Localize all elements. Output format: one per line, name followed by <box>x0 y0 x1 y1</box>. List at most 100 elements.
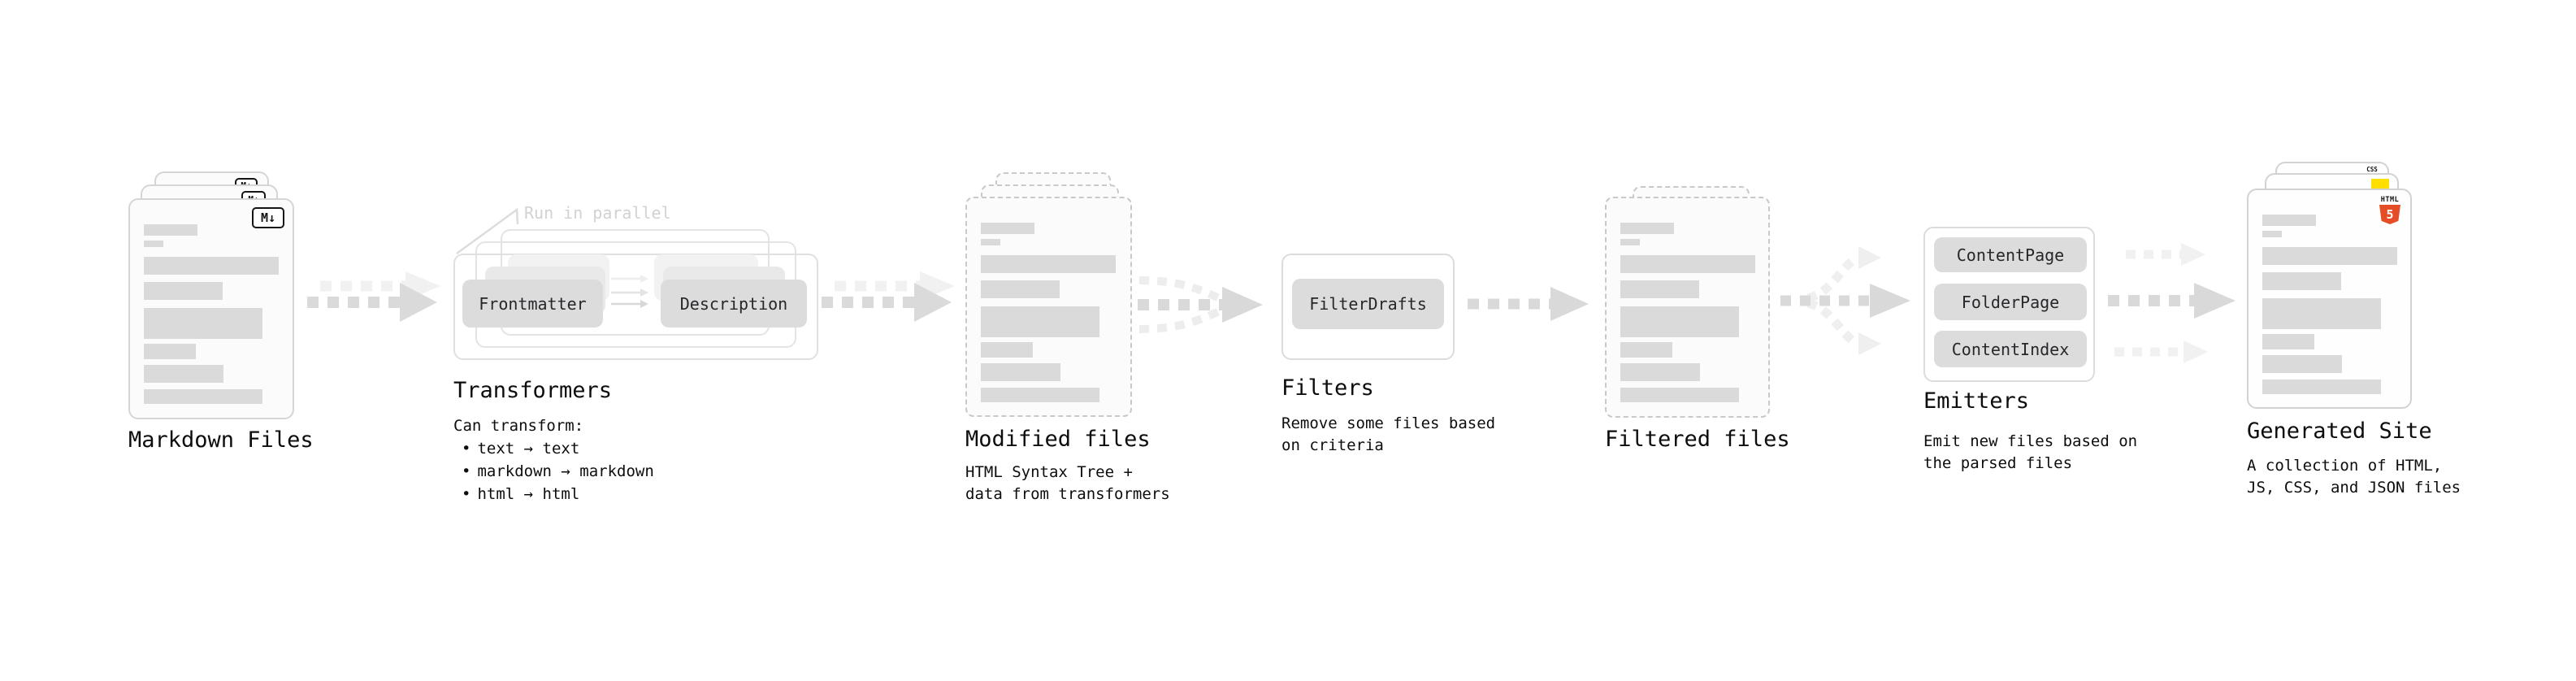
generated-site-description: A collection of HTML, JS, CSS, and JSON … <box>2247 455 2461 498</box>
text-line-bar <box>1620 342 1672 358</box>
text-line-bar <box>2262 334 2314 349</box>
description-line: the parsed files <box>1923 453 2073 472</box>
folderpage-pill: FolderPage <box>1934 284 2087 320</box>
html5-icon: HTML 5 <box>2378 196 2402 224</box>
transformer-run-box-front <box>453 254 818 360</box>
transform-bullet: •markdown → markdown <box>453 460 654 483</box>
arrow-top-head <box>2181 243 2205 266</box>
text-line-bar <box>1620 306 1739 337</box>
description-line: JS, CSS, and JSON files <box>2247 478 2461 497</box>
transformers-label: Transformers <box>453 378 613 403</box>
run-in-parallel-leader-line <box>456 207 519 255</box>
flow-arrow-emitters-to-site <box>2108 243 2236 363</box>
text-line-bar <box>1620 280 1699 298</box>
modified-files-description: HTML Syntax Tree + data from transformer… <box>965 462 1170 505</box>
css-icon-label: CSS <box>2366 166 2378 173</box>
arrow-head <box>914 283 952 322</box>
arrow-branch-lower <box>1806 298 1860 348</box>
document-text-bars <box>2262 215 2397 394</box>
document-text-bars <box>1620 223 1755 402</box>
arrow-branch-upper <box>1806 254 1860 303</box>
text-line-bar <box>981 342 1033 358</box>
filterdrafts-pill: FilterDrafts <box>1292 279 1444 329</box>
arrow-branch-upper <box>1138 276 1230 306</box>
bullet-text: text → text <box>477 440 580 458</box>
description-line: Emit new files based on <box>1923 432 2138 450</box>
arrow-branch-upper-head <box>1858 246 1881 269</box>
modified-file-card-front <box>965 197 1132 417</box>
frontmatter-pill: Frontmatter <box>462 280 603 327</box>
contentindex-pill: ContentIndex <box>1934 331 2087 367</box>
arrow-head <box>1222 287 1263 323</box>
arrow-branch-lower-head <box>1858 332 1881 355</box>
bullet-glyph: • <box>462 440 471 458</box>
arrow-branch-lower <box>1138 303 1230 333</box>
text-line-bar <box>2262 380 2381 394</box>
html5-icon-shield: 5 <box>2379 205 2400 224</box>
text-line-bar <box>144 344 196 359</box>
text-line-bar <box>1620 255 1755 273</box>
description-line: on criteria <box>1281 436 1384 454</box>
description-pill: Description <box>661 280 807 327</box>
transform-bullet: • text → text <box>453 437 654 460</box>
text-line-bar <box>981 239 1000 245</box>
document-text-bars <box>144 224 279 404</box>
run-in-parallel-annotation: Run in parallel <box>524 203 671 223</box>
markdown-file-card-front: M↓ <box>128 198 294 419</box>
text-line-bar <box>144 241 163 247</box>
bullet-glyph: • <box>462 485 471 503</box>
text-line-bar <box>981 363 1060 381</box>
text-line-bar <box>1620 223 1674 234</box>
description-line: HTML Syntax Tree + <box>965 463 1133 481</box>
mini-arrow-head <box>640 288 648 297</box>
flow-arrow-modified-to-filters <box>1138 276 1263 333</box>
text-line-bar <box>144 224 197 236</box>
note-title: Can transform: <box>453 417 584 435</box>
arrow-head <box>400 283 437 322</box>
markdown-icon-glyph: M↓ <box>260 210 276 225</box>
text-line-bar <box>1620 363 1700 381</box>
text-line-bar <box>2262 272 2341 290</box>
modified-files-label: Modified files <box>965 427 1151 452</box>
transformer-step-arrows <box>611 275 648 308</box>
transform-bullet: • html → html <box>453 483 654 505</box>
html5-icon-number: 5 <box>2386 207 2394 222</box>
text-line-bar <box>1620 239 1640 245</box>
flow-arrow-filtered-to-emitters <box>1780 246 1910 355</box>
flow-arrow-filters-to-filtered <box>1468 287 1589 321</box>
text-line-bar <box>981 280 1060 298</box>
transformers-note: Can transform: • text → text •markdown → … <box>453 414 654 505</box>
generated-site-label: Generated Site <box>2247 419 2432 444</box>
text-line-bar <box>2262 231 2282 237</box>
text-line-bar <box>2262 355 2342 373</box>
mini-arrow-head <box>640 300 648 308</box>
description-line: Remove some files based <box>1281 414 1496 432</box>
mini-arrow-head <box>640 275 648 283</box>
text-line-bar <box>144 308 262 339</box>
markdown-files-label: Markdown Files <box>128 427 314 453</box>
text-line-bar <box>981 255 1116 273</box>
text-line-bar <box>2262 215 2316 226</box>
emitters-label: Emitters <box>1923 388 2030 414</box>
text-line-bar <box>2262 298 2381 329</box>
text-line-bar <box>1620 388 1739 402</box>
description-line: A collection of HTML, <box>2247 457 2443 475</box>
contentpage-pill: ContentPage <box>1934 237 2087 272</box>
bullet-text: html → html <box>477 485 580 503</box>
markdown-icon: M↓ <box>252 207 284 228</box>
text-line-bar <box>981 223 1034 234</box>
text-line-bar <box>144 282 223 300</box>
text-line-bar <box>981 388 1099 402</box>
arrow-head <box>1870 284 1910 318</box>
site-file-card-html: HTML 5 <box>2247 189 2412 409</box>
flow-arrow-markdown-to-transformers <box>307 271 440 322</box>
html5-icon-label: HTML <box>2380 196 2400 204</box>
text-line-bar <box>981 306 1099 337</box>
description-line: data from transformers <box>965 484 1170 503</box>
arrow-bottom-head <box>2184 340 2208 363</box>
text-line-bar <box>144 257 279 275</box>
bullet-glyph: • <box>462 462 471 480</box>
filters-label: Filters <box>1281 375 1374 401</box>
arrow-head <box>1550 287 1589 321</box>
